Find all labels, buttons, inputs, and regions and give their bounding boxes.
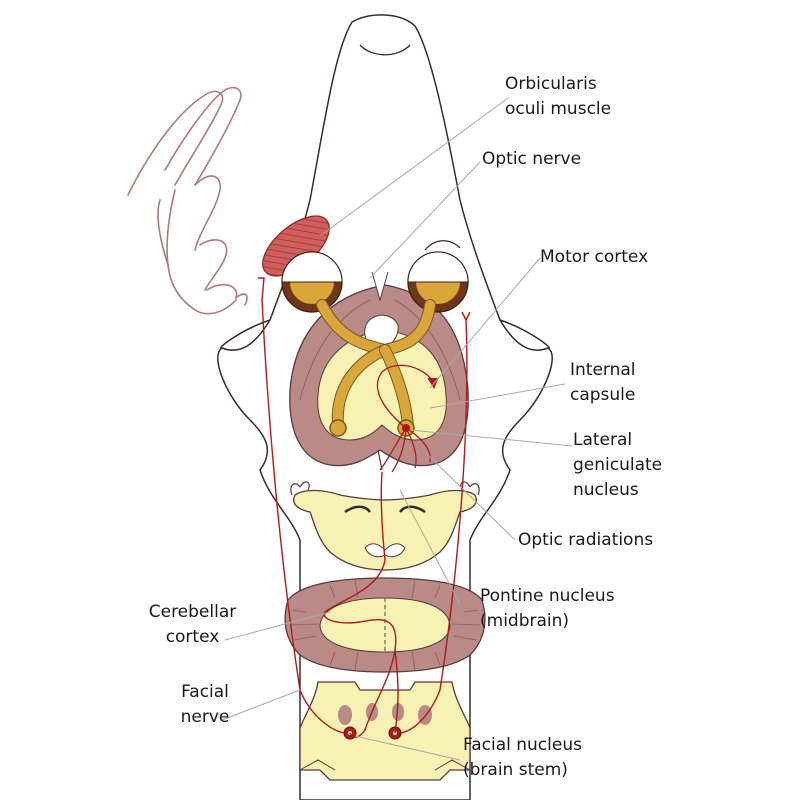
label-facial-nucleus: Facial nucleus (brain stem) — [463, 733, 582, 783]
label-line: (midbrain) — [480, 611, 570, 631]
label-line: Pontine nucleus — [480, 586, 615, 606]
label-optic-nerve: Optic nerve — [482, 147, 581, 172]
label-line: Lateral — [573, 430, 633, 450]
label-line: Facial nucleus — [463, 735, 582, 755]
lgn-red-center — [402, 424, 410, 432]
left-eye — [281, 251, 343, 313]
cerebellum — [284, 577, 486, 673]
label-line: Cerebellar — [148, 602, 237, 622]
snout-line — [359, 44, 411, 56]
label-line: geniculate — [573, 455, 663, 475]
ear-right — [499, 319, 550, 349]
label-line: Internal — [570, 360, 636, 380]
label-cerebellar: Cerebellar cortex — [135, 600, 250, 650]
label-facial-nerve: Facial nerve — [160, 680, 250, 730]
motor-arrow — [427, 377, 439, 390]
label-line: Orbicularis — [505, 74, 597, 94]
label-line: oculi muscle — [505, 99, 612, 119]
label-line: nucleus — [573, 480, 639, 500]
right-eye — [407, 240, 469, 313]
label-line: nerve — [180, 707, 230, 727]
label-pontine: Pontine nucleus (midbrain) — [480, 584, 615, 634]
midbrain — [290, 481, 480, 571]
optic-pathway — [316, 299, 436, 431]
motor-pathway — [258, 277, 471, 738]
label-line: Facial — [181, 682, 229, 702]
label-line: Optic nerve — [482, 149, 582, 169]
label-line: (brain stem) — [463, 760, 568, 780]
optic-radiations-fibers — [376, 364, 433, 473]
label-internal-capsule: Internal capsule — [570, 358, 636, 408]
label-lgn: Lateral geniculate nucleus — [573, 428, 662, 503]
label-line: Optic radiations — [518, 530, 654, 550]
label-motor-cortex: Motor cortex — [540, 245, 648, 270]
label-line: capsule — [570, 385, 636, 405]
hand-drawing — [127, 86, 248, 315]
ear-left — [220, 319, 271, 349]
label-optic-radiations: Optic radiations — [518, 528, 653, 553]
label-line: Motor cortex — [540, 247, 649, 267]
brain-stem — [299, 681, 471, 781]
label-line: cortex — [165, 627, 220, 647]
label-orbicularis: Orbicularis oculi muscle — [505, 72, 611, 122]
lgn-left — [329, 419, 347, 437]
leader-lines — [221, 97, 573, 761]
